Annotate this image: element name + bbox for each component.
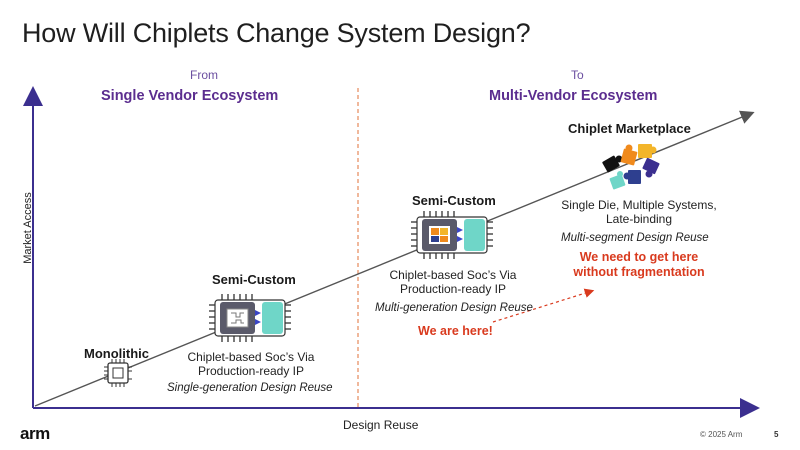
marketplace-desc: Single Die, Multiple Systems, Late-bindi…: [554, 198, 724, 226]
monolithic-chip-icon: [104, 359, 132, 387]
chiplet-marketplace-title: Chiplet Marketplace: [568, 121, 691, 136]
we-need-line1: We need to get here: [579, 250, 699, 264]
semi-custom-chip-icon-1: [209, 294, 291, 342]
we-need-label: We need to get here without fragmentatio…: [554, 250, 724, 280]
we-need-line2: without fragmentation: [573, 265, 705, 279]
y-axis-label: Market Access: [22, 192, 34, 264]
semi-custom-1-line2: Production-ready IP: [197, 364, 305, 378]
semi-custom-2-line2: Production-ready IP: [399, 282, 507, 296]
multi-vendor-ecosystem-label: Multi-Vendor Ecosystem: [489, 88, 658, 104]
we-are-here-label: We are here!: [418, 324, 493, 338]
arm-logo: arm: [20, 424, 50, 443]
semi-custom-1-title: Semi-Custom: [212, 272, 296, 287]
marketplace-line2: Late-binding: [605, 212, 673, 226]
page-number: 5: [774, 430, 779, 439]
puzzle-pieces-icon: [602, 144, 660, 190]
to-label: To: [571, 68, 584, 82]
marketplace-line1: Single Die, Multiple Systems,: [561, 198, 717, 212]
from-label: From: [190, 68, 218, 82]
single-vendor-ecosystem-label: Single Vendor Ecosystem: [101, 88, 279, 104]
semi-custom-2-line1: Chiplet-based Soc’s Via: [389, 268, 517, 282]
semi-custom-1-line1: Chiplet-based Soc’s Via: [187, 350, 315, 364]
semi-custom-chip-icon-2: [411, 211, 493, 259]
semi-custom-1-desc: Chiplet-based Soc’s Via Production-ready…: [176, 350, 326, 378]
semi-custom-2-desc: Chiplet-based Soc’s Via Production-ready…: [378, 268, 528, 296]
monolithic-label: Monolithic: [84, 346, 149, 361]
we-are-here-arrow: [492, 288, 595, 323]
copyright: © 2025 Arm: [700, 430, 743, 439]
x-axis-label: Design Reuse: [343, 418, 419, 432]
page-title: How Will Chiplets Change System Design?: [22, 18, 531, 48]
semi-custom-2-reuse: Multi-generation Design Reuse: [375, 302, 533, 314]
semi-custom-2-title: Semi-Custom: [412, 193, 496, 208]
semi-custom-1-reuse: Single-generation Design Reuse: [167, 382, 333, 394]
marketplace-reuse: Multi-segment Design Reuse: [561, 232, 709, 244]
